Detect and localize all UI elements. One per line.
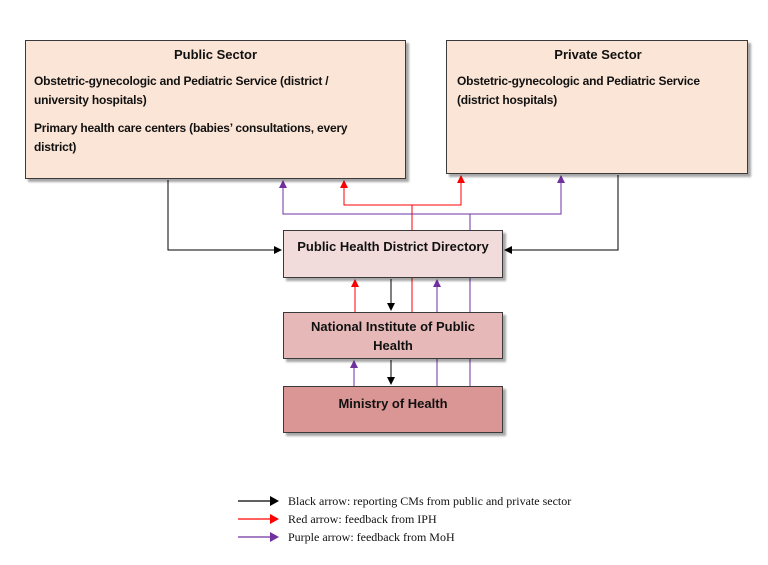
public-sector-box: Public Sector Obstetric-gynecologic and … xyxy=(25,40,406,179)
private-sector-box: Private Sector Obstetric-gynecologic and… xyxy=(446,40,748,174)
ministry-of-health-box: Ministry of Health xyxy=(283,386,503,433)
public-health-district-directory-box: Public Health District Directory xyxy=(283,230,503,278)
black-arrow-icon xyxy=(238,496,279,506)
public-sector-phc-line1: Primary health care centers (babies’ con… xyxy=(34,121,348,135)
moh-title: Ministry of Health xyxy=(338,396,448,411)
purple-arrow-to-private xyxy=(470,175,565,215)
legend-black-label: Black arrow: reporting CMs from public a… xyxy=(288,493,572,508)
public-sector-service-line1: Obstetric-gynecologic and Pediatric Serv… xyxy=(34,74,329,88)
red-arrow-to-public xyxy=(340,180,412,206)
legend-purple-label: Purple arrow: feedback from MoH xyxy=(288,529,455,544)
private-sector-title: Private Sector xyxy=(554,47,642,62)
black-arrow-private-to-phdd xyxy=(504,175,619,254)
niph-title-line1: National Institute of Public xyxy=(311,319,475,334)
phdd-title: Public Health District Directory xyxy=(297,239,489,254)
private-sector-service-line1: Obstetric-gynecologic and Pediatric Serv… xyxy=(457,74,700,88)
niph-title-line2: Health xyxy=(373,338,413,353)
purple-arrow-icon xyxy=(238,532,279,542)
black-arrow-public-to-phdd xyxy=(167,180,282,254)
public-sector-service-line2: university hospitals) xyxy=(34,93,147,107)
purple-arrow-to-public xyxy=(279,180,470,215)
legend-black: Black arrow: reporting CMs from public a… xyxy=(238,492,571,510)
public-sector-phc-line2: district) xyxy=(34,140,77,154)
red-arrow-to-private xyxy=(412,175,465,206)
legend-red: Red arrow: feedback from IPH xyxy=(238,510,437,528)
legend-red-label: Red arrow: feedback from IPH xyxy=(288,511,437,526)
public-sector-title: Public Sector xyxy=(173,47,258,62)
legend-purple: Purple arrow: feedback from MoH xyxy=(238,528,455,546)
national-institute-public-health-box: National Institute of Public Health xyxy=(283,312,503,359)
red-arrow-icon xyxy=(238,514,279,524)
private-sector-service-line2: (district hospitals) xyxy=(457,93,558,107)
